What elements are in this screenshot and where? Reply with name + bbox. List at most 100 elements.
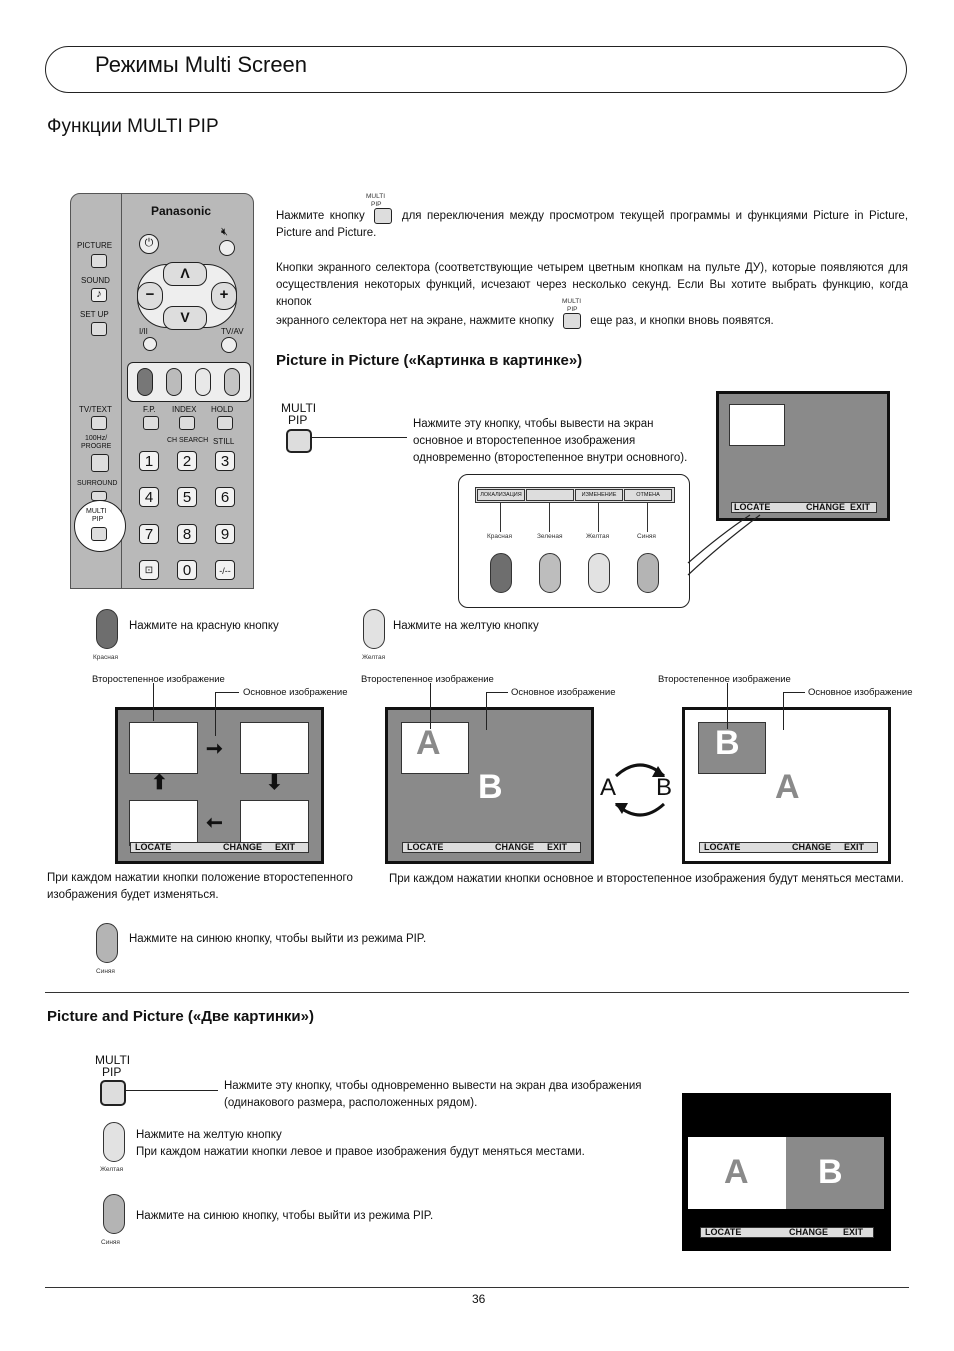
footer-divider [45, 1287, 909, 1288]
color-name-blue: Синяя [637, 533, 656, 540]
remote-label-progre: PROGRE [81, 443, 112, 450]
sound-button[interactable]: ♪ [91, 288, 107, 302]
i-ii-button[interactable] [143, 337, 157, 351]
red-button[interactable] [490, 553, 512, 593]
swap-screen-after: B A LOCATE CHANGE EXIT [682, 707, 891, 864]
blue-button[interactable] [637, 553, 659, 593]
swap-letter-a: A [600, 774, 617, 801]
remote-label-100hz: 100Hz/ [85, 435, 108, 442]
pip-subpicture [729, 404, 785, 446]
remote-multi-pip-button[interactable] [91, 527, 107, 541]
volume-down-button[interactable]: − [137, 282, 163, 310]
pip-multi-pip-button[interactable] [286, 429, 312, 453]
arrow-right-icon: ➞ [206, 738, 223, 760]
remote-yellow-button[interactable] [195, 368, 211, 396]
pap-yellow-detail: При каждом нажатии кнопки левое и правое… [136, 1146, 585, 1158]
pap-yellow-button-icon [103, 1122, 125, 1162]
blue-button-icon [96, 923, 118, 963]
remote-label-picture: PICTURE [77, 241, 113, 250]
remote-red-button[interactable] [137, 368, 153, 396]
pap-yellow-label: Желтая [100, 1166, 124, 1173]
digit-8-key[interactable]: 8 [177, 524, 197, 544]
pap-heading: Picture and Picture («Две картинки») [47, 1008, 314, 1025]
pap-blue-button-icon [103, 1194, 125, 1234]
digit-9-key[interactable]: 9 [215, 524, 235, 544]
pap-screen-menubar: LOCATE CHANGE EXIT [700, 1227, 874, 1238]
pap-letter-a: A [724, 1153, 749, 1191]
intro-paragraph-2: Кнопки экранного селектора (соответствую… [276, 262, 908, 308]
letter-a: A [416, 724, 441, 762]
page-title: Режимы Multi Screen [95, 52, 308, 77]
pap-multi-pip-button[interactable] [100, 1080, 126, 1106]
input-key[interactable]: ⊡ [139, 560, 159, 580]
arrow-left-icon: ➞ [206, 812, 223, 834]
pointer-line [126, 1090, 218, 1091]
pap-description: Нажмите эту кнопку, чтобы одновременно в… [224, 1080, 642, 1109]
digit-2-key[interactable]: 2 [177, 451, 197, 471]
color-name-green: Зеленая [537, 533, 563, 540]
letter-a-main: A [775, 768, 800, 806]
pap-blue-instruction: Нажмите на синюю кнопку, чтобы выйти из … [136, 1210, 434, 1222]
yellow-button[interactable] [588, 553, 610, 593]
green-button[interactable] [539, 553, 561, 593]
main-label-2: Основное изображение [511, 687, 616, 698]
pip-description: Нажмите эту кнопку, чтобы вывести на экр… [413, 418, 688, 464]
power-button[interactable]: ⏻ [139, 234, 159, 254]
remote-label-multi: MULTI [86, 508, 107, 515]
header-box [45, 46, 907, 93]
index-button[interactable] [179, 416, 195, 430]
remote-label-ch-search: CH SEARCH [167, 437, 209, 444]
progre-button[interactable] [91, 454, 109, 472]
remote-brand: Panasonic [151, 204, 212, 218]
pap-pip-label: PIP [102, 1065, 122, 1079]
digit-4-key[interactable]: 4 [139, 487, 159, 507]
secondary-label-3: Второстепенное изображение [658, 674, 791, 685]
remote-label-tv-av: TV/AV [221, 327, 244, 336]
letter-b-sub: B [715, 724, 740, 762]
intro-icon-multi-2: MULTI [562, 298, 582, 305]
remote-blue-button[interactable] [224, 368, 240, 396]
remote-label-i-ii: I/II [139, 327, 148, 336]
intro-icon-pip: PIP [371, 201, 382, 208]
selector-change: ИЗМЕНЕНИЕ [575, 489, 623, 501]
page-number: 36 [472, 1292, 486, 1306]
fp-button[interactable] [143, 416, 159, 430]
selector-callout: ЛОКАЛИЗАЦИЯ ИЗМЕНЕНИЕ ОТМЕНА Красная Зел… [458, 474, 690, 608]
digit-6-key[interactable]: 6 [215, 487, 235, 507]
swap-letter-b: B [656, 774, 673, 801]
remote-green-button[interactable] [166, 368, 182, 396]
surround-button[interactable] [91, 491, 107, 501]
locate-screen: ➞ ⬇ ➞ ⬆ LOCATE CHANGE EXIT [115, 707, 324, 864]
digit-1-key[interactable]: 1 [139, 451, 159, 471]
setup-button[interactable] [91, 322, 107, 336]
intro-icon-multi: MULTI [366, 193, 386, 200]
color-name-red: Красная [487, 533, 512, 540]
caption-locate: При каждом нажатии кнопки положение втор… [47, 872, 353, 901]
remote-label-hold: HOLD [211, 405, 234, 414]
digit-0-key[interactable]: 0 [177, 560, 197, 580]
digit-5-key[interactable]: 5 [177, 487, 197, 507]
volume-up-button[interactable]: + [211, 282, 237, 310]
tv-text-button[interactable] [91, 416, 107, 430]
remote-label-setup: SET UP [80, 310, 109, 319]
hold-button[interactable] [217, 416, 233, 430]
locate-screen-menubar: LOCATE CHANGE EXIT [130, 842, 309, 853]
yellow-button-icon [363, 609, 385, 649]
pointer-line [312, 437, 407, 438]
digit-3-key[interactable]: 3 [215, 451, 235, 471]
swap-screen-before: A B LOCATE CHANGE EXIT [385, 707, 594, 864]
channel-down-button[interactable]: V [163, 306, 207, 330]
dash-key[interactable]: -/-- [215, 560, 235, 580]
red-button-label: Красная [93, 654, 118, 661]
pip-screen-menubar: LOCATE CHANGE EXIT [731, 502, 877, 513]
multi-pip-icon [563, 313, 582, 329]
intro-icon-pip-2: PIP [567, 306, 578, 313]
pap-multi-label: MULTI [95, 1053, 131, 1067]
digit-7-key[interactable]: 7 [139, 524, 159, 544]
channel-up-button[interactable]: Λ [163, 262, 207, 286]
picture-button[interactable] [91, 254, 107, 268]
swap-arrows-icon [614, 763, 666, 817]
mute-button[interactable] [219, 240, 235, 256]
selector-exit: ОТМЕНА [624, 489, 672, 501]
tv-av-button[interactable] [221, 337, 237, 353]
